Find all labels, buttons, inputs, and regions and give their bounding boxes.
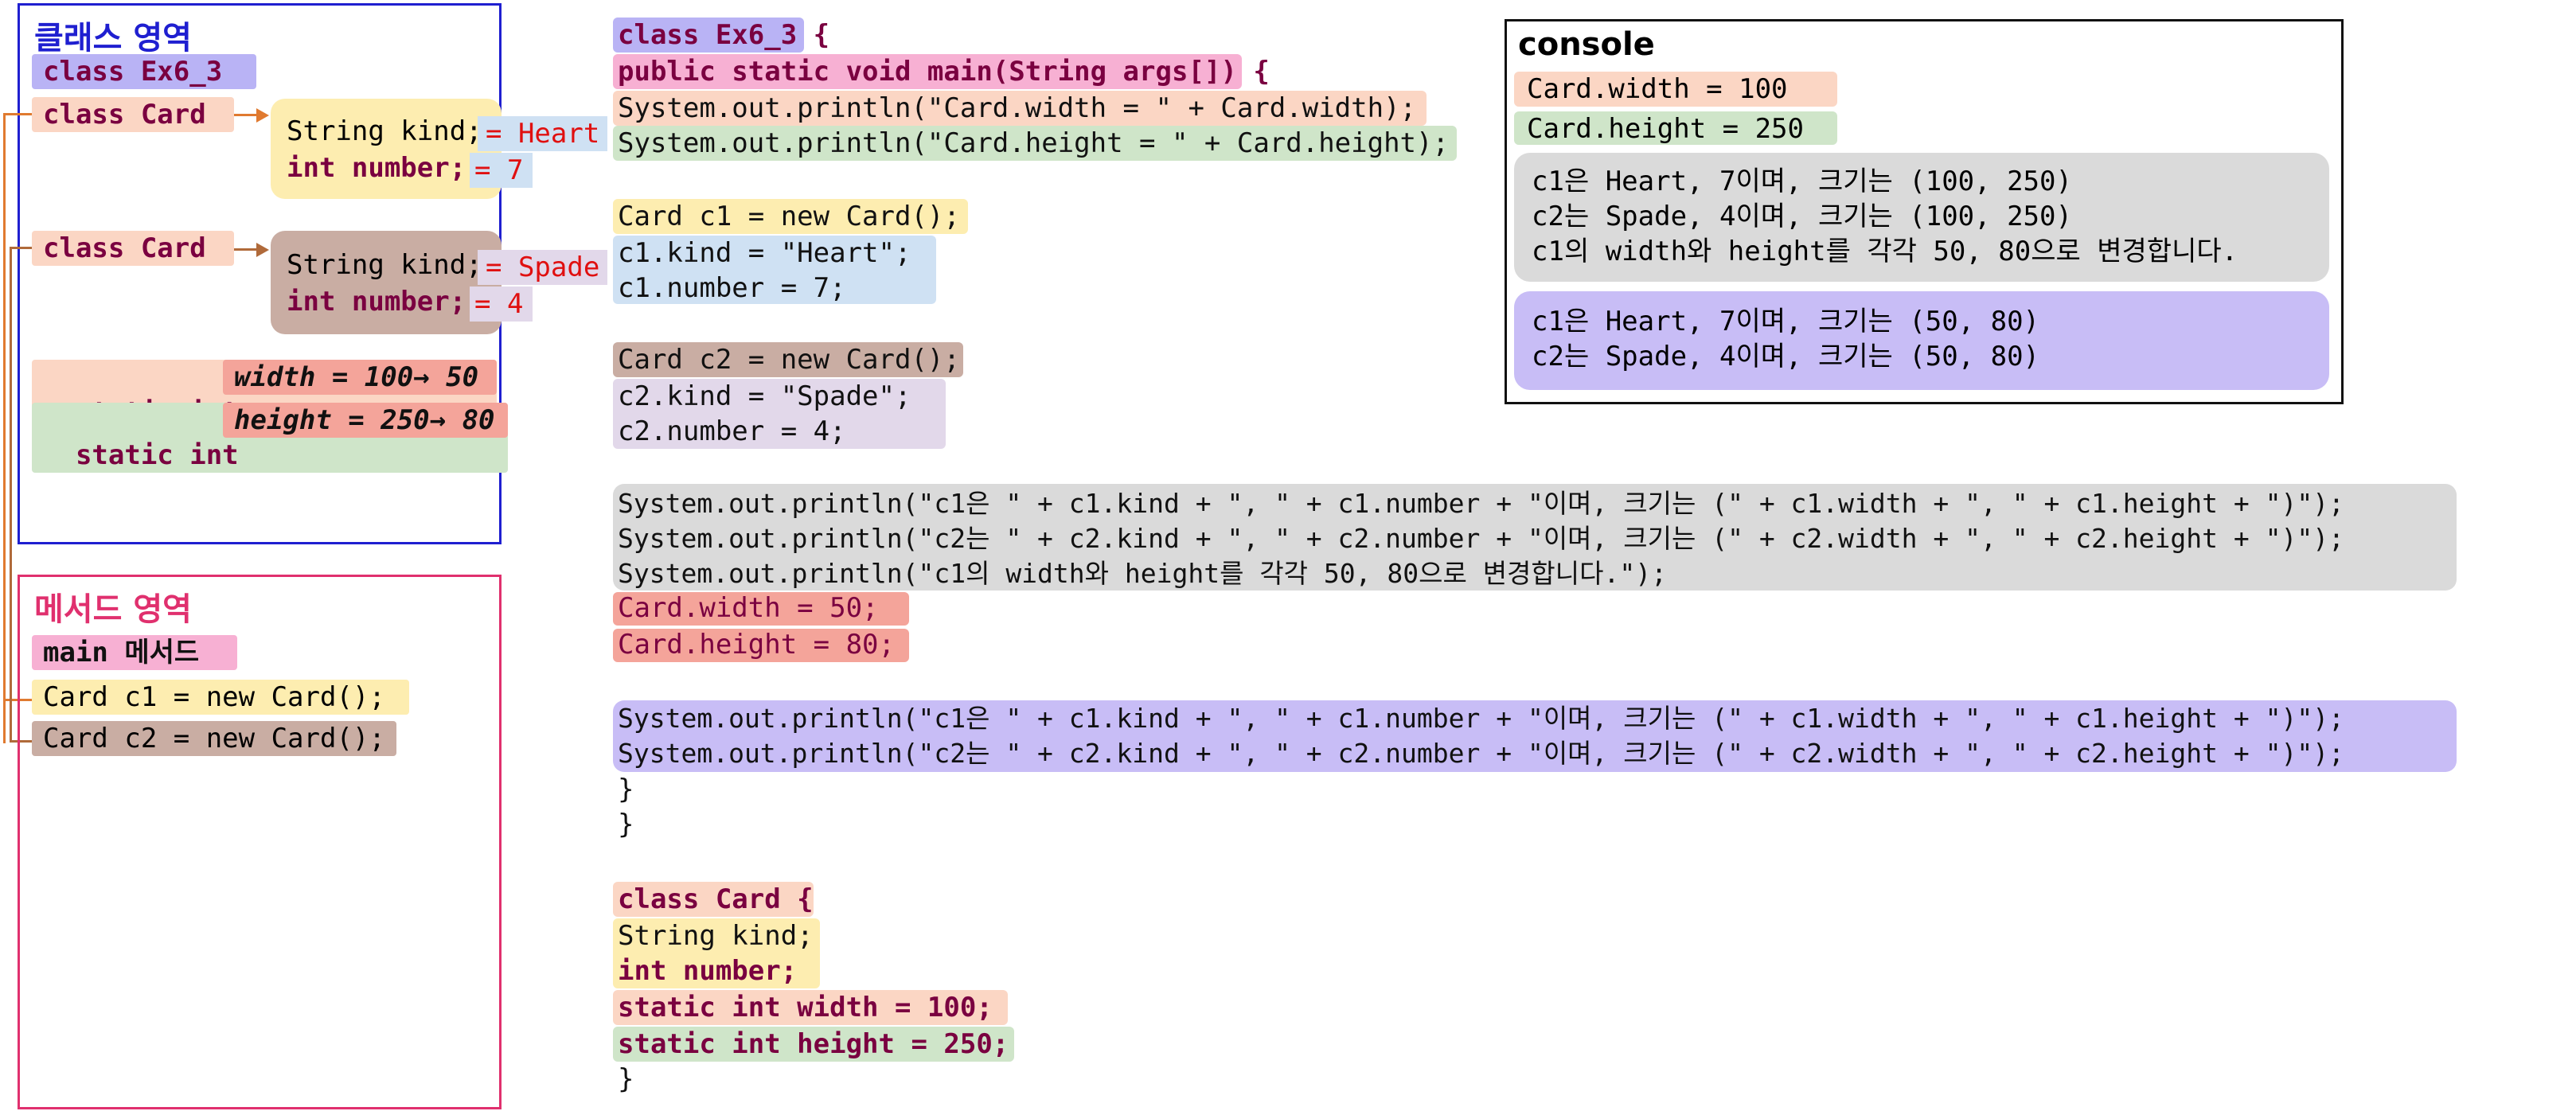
hl-print-width — [613, 91, 1427, 126]
card-object-2 — [271, 231, 502, 334]
hl-class-card — [613, 882, 814, 917]
code-line-25: } — [618, 1063, 634, 1095]
obj1-number-value: = 7 — [470, 153, 533, 188]
code-line-16: System.out.println("c1은 " + c1.kind + ",… — [618, 703, 2344, 734]
obj2-kind-label: String kind; — [287, 249, 482, 281]
static-height-prefix: static int — [75, 439, 239, 471]
hl-static-height — [613, 1027, 1014, 1062]
class-area-title: 클래스 영역 — [34, 20, 192, 57]
obj2-number-value: = 4 — [470, 287, 533, 322]
code-line-22: int number; — [618, 955, 798, 987]
method-area-title: 메서드 영역 — [34, 591, 192, 628]
obj2-kind-value: = Spade — [478, 250, 608, 285]
connector-c2-top — [10, 247, 32, 249]
console-line-5: c1의 width와 height를 각각 50, 80으로 변경합니다. — [1532, 236, 2238, 267]
con-hl-height — [1514, 111, 1837, 145]
hl-print-height — [613, 126, 1457, 161]
hl-card-fields — [613, 918, 820, 988]
code-line-17: System.out.println("c2는 " + c2.kind + ",… — [618, 738, 2344, 769]
obj2-number-field: int number; — [287, 286, 466, 318]
connector-c1-line — [3, 113, 6, 743]
code-line-6: c1.kind = "Heart"; — [618, 237, 911, 269]
console-line-2: Card.height = 250 — [1527, 113, 1804, 145]
code-line-14: Card.width = 50; — [618, 592, 879, 624]
c1-declaration: Card c1 = new Card(); — [32, 680, 409, 715]
code-line-5: Card c1 = new Card(); — [618, 201, 960, 232]
connector-c2-line — [10, 247, 12, 742]
c2-declaration: Card c2 = new Card(); — [32, 721, 396, 756]
arrow-head-icon — [256, 108, 269, 123]
hl-set-height — [613, 629, 909, 662]
hl-static-width — [613, 990, 1008, 1025]
hl-c2-fields — [613, 379, 946, 449]
code-line-20: class Card { — [618, 883, 814, 915]
code-line-8: Card c2 = new Card(); — [618, 344, 960, 376]
static-width-value: width = 100→ 50 — [223, 360, 497, 395]
main-method-tag: main 메서드 — [32, 635, 237, 670]
code-line-11: System.out.println("c1은 " + c1.kind + ",… — [618, 488, 2344, 519]
console-line-7: c2는 Spade, 4이며, 크기는 (50, 80) — [1532, 341, 2040, 372]
obj1-kind-value: = Heart — [478, 116, 608, 151]
arrow-head-icon — [256, 243, 269, 257]
obj1-number-field: int number; — [287, 152, 466, 184]
console-line-4: c2는 Spade, 4이며, 크기는 (100, 250) — [1532, 201, 2072, 232]
static-width-text: width = 100→ 50 — [234, 361, 479, 393]
con-hl-after — [1514, 291, 2329, 390]
code-line-19: } — [618, 809, 634, 840]
console-title: console — [1518, 26, 1655, 63]
code-line-24: static int height = 250; — [618, 1028, 1009, 1060]
code-line-2: public static void main(String args[]) { — [618, 56, 1270, 88]
code-line-18: } — [618, 774, 634, 805]
connector-c2-bottom — [10, 740, 32, 743]
console-line-3: c1은 Heart, 7이며, 크기는 (100, 250) — [1532, 166, 2072, 197]
con-hl-width — [1514, 72, 1837, 107]
hl-c1-fields — [613, 236, 936, 304]
arrow-card2-to-obj2 — [234, 248, 258, 251]
class-card-tag-1: class Card — [32, 97, 234, 132]
con-hl-before — [1514, 153, 2329, 282]
class-card-tag-2: class Card — [32, 231, 234, 266]
hl-set-width — [613, 592, 909, 626]
console-panel: console — [1505, 19, 2344, 404]
obj1-kind-label: String kind; — [287, 115, 482, 147]
code-line-7: c1.number = 7; — [618, 272, 846, 304]
hl-print-after — [613, 700, 2457, 772]
static-height-value: height = 250→ 80 — [223, 403, 508, 438]
static-height-text: height = 250→ 80 — [234, 404, 495, 436]
hl-c1-new — [613, 199, 968, 234]
hl-main — [613, 54, 1242, 89]
code-line-21: String kind; — [618, 920, 814, 952]
code-line-1-text: class Ex6_3 { — [618, 19, 830, 51]
obj2-kind-field: String kind; — [287, 248, 482, 283]
code-line-1: class Ex6_3 { — [618, 18, 829, 53]
card-object-1 — [271, 99, 502, 199]
console-line-6: c1은 Heart, 7이며, 크기는 (50, 80) — [1532, 306, 2040, 337]
obj1-kind-field: String kind; — [287, 114, 482, 149]
code-line-15: Card.height = 80; — [618, 629, 895, 661]
hl-class-ex — [613, 18, 804, 53]
class-ex6-3-tag: class Ex6_3 — [32, 54, 256, 89]
hl-print-before — [613, 484, 2457, 591]
hl-c2-new — [613, 342, 963, 377]
code-line-4: System.out.println("Card.height = " + Ca… — [618, 127, 1449, 159]
console-line-1: Card.width = 100 — [1527, 73, 1788, 105]
method-area-panel: 메서드 영역 — [18, 575, 502, 1109]
code-line-23: static int width = 100; — [618, 992, 993, 1023]
code-line-12: System.out.println("c2는 " + c2.kind + ",… — [618, 523, 2344, 554]
arrow-card1-to-obj1 — [234, 114, 258, 116]
code-line-9: c2.kind = "Spade"; — [618, 380, 911, 412]
code-line-10: c2.number = 4; — [618, 415, 846, 447]
code-line-13: System.out.println("c1의 width와 height를 각… — [618, 558, 1667, 589]
code-line-3: System.out.println("Card.width = " + Car… — [618, 92, 1417, 124]
connector-c1-top — [3, 113, 32, 115]
